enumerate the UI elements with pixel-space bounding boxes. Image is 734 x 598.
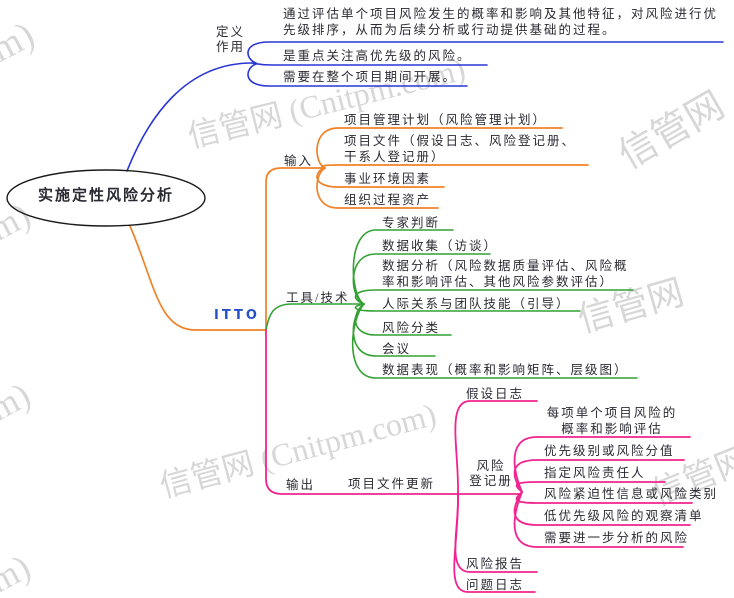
node-risk-report: 风险报告 — [466, 557, 525, 571]
risk-register-item: 风险紧迫性信息或风险类别 — [544, 487, 719, 501]
definition-trunk-line — [126, 62, 253, 172]
tools-item: 数据收集（访谈） — [382, 239, 499, 253]
tools-branch-lines — [265, 229, 638, 379]
tools-item: 人际关系与团队技能（引导） — [382, 297, 571, 311]
register-item6-line — [513, 491, 684, 548]
definition-item: 需要在整个项目期间开展。 — [283, 70, 458, 84]
register-item3-line — [515, 481, 666, 493]
definition-branch-lines — [126, 41, 724, 172]
central-node-title: 实施定性风险分析 — [37, 188, 174, 204]
tools-item6-line — [352, 303, 436, 357]
tools-item4-line — [354, 303, 581, 312]
risk-register-item: 需要进一步分析的风险 — [544, 531, 690, 545]
definition-item: 是重点关注高优先级的风险。 — [283, 49, 472, 63]
input-item: 组织过程资产 — [344, 193, 432, 207]
input-item: 项目文件（假设日志、风险登记册、干系人登记册） — [344, 134, 577, 164]
node-risk-register: 风险 登记册 — [469, 459, 513, 488]
register-item2-line — [513, 459, 685, 493]
itto-trunk-line — [129, 225, 267, 331]
input-item1-line — [316, 127, 563, 169]
node-project-documents-update: 项目文件更新 — [348, 477, 436, 491]
node-tools-label: 工具/技术 — [286, 291, 350, 305]
output-trunk-line — [265, 329, 459, 495]
input-item: 项目管理计划（风险管理计划） — [344, 113, 548, 127]
risk-register-item: 低优先级风险的观察清单 — [544, 509, 704, 523]
tools-item: 专家判断 — [382, 216, 441, 230]
node-output-label: 输出 — [286, 478, 316, 492]
definition-item1-line — [247, 41, 724, 64]
input-item4-line — [316, 167, 439, 209]
tools-item: 会议 — [382, 342, 412, 356]
issue-log-line — [453, 493, 536, 593]
tools-item: 风险分类 — [382, 321, 441, 335]
definition-item3-line — [247, 63, 468, 87]
node-input-label: 输入 — [284, 154, 314, 168]
node-definition-label: 定义 作用 — [216, 25, 246, 54]
tools-trunk-line — [265, 303, 365, 331]
itto-trunk-lines — [129, 127, 589, 331]
tools-item: 数据表现（概率和影响矩阵、层级图） — [382, 363, 629, 377]
input-trunk-line — [265, 167, 326, 331]
node-itto-label: ITTO — [214, 308, 260, 323]
risk-register-item: 指定风险责任人 — [544, 466, 646, 480]
tools-item: 数据分析（风险数据质量评估、风险概率和影响评估、其他风险参数评估） — [382, 259, 629, 289]
definition-item: 通过评估单个项目风险发生的概率和影响及其他特征，对风险进行优先级排序，从而为后续… — [283, 7, 719, 37]
node-issue-log: 问题日志 — [466, 578, 525, 592]
node-assumption-log: 假设日志 — [466, 387, 525, 401]
input-item: 事业环境因素 — [344, 172, 432, 186]
tools-item3-line — [354, 289, 634, 305]
tools-item1-line — [352, 229, 454, 305]
tools-item7-line — [351, 303, 638, 379]
output-branch-lines — [265, 329, 693, 593]
assumption-log-line — [454, 400, 538, 495]
input-item2-line — [321, 164, 589, 169]
risk-register-item: 每项单个项目风险的概率和影响评估 — [546, 406, 678, 436]
definition-item2-line — [251, 62, 488, 66]
central-node-ellipse — [6, 169, 206, 227]
tools-item2-line — [352, 253, 491, 305]
risk-register-item: 优先级别或风险分值 — [544, 444, 675, 458]
